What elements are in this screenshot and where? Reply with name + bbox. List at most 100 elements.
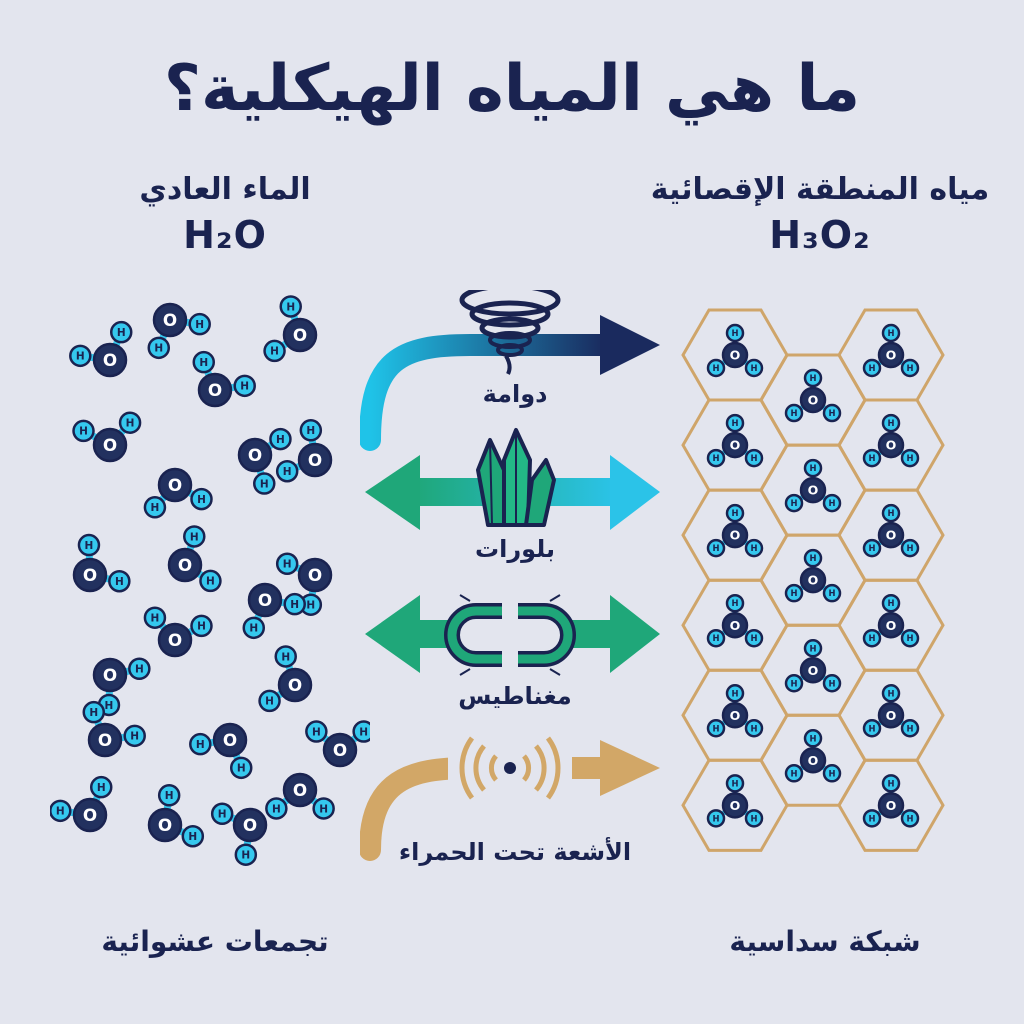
svg-text:H: H — [887, 508, 894, 518]
hydrogen-atom: H — [123, 724, 146, 748]
svg-text:O: O — [808, 483, 819, 498]
svg-text:H: H — [790, 498, 797, 508]
svg-text:O: O — [163, 310, 177, 330]
hydrogen-atom: H — [881, 774, 901, 793]
water-molecule: HHO — [147, 784, 205, 848]
svg-text:H: H — [906, 633, 913, 643]
water-molecule: HHO — [72, 411, 142, 463]
svg-text:H: H — [197, 494, 206, 506]
hydrogen-atom: H — [784, 673, 804, 693]
svg-text:O: O — [730, 798, 741, 813]
svg-text:H: H — [130, 731, 139, 743]
svg-text:O: O — [83, 565, 97, 585]
svg-text:H: H — [241, 850, 250, 862]
svg-text:H: H — [887, 598, 894, 608]
svg-text:H: H — [731, 598, 738, 608]
oxygen-atom: O — [152, 302, 188, 338]
hydrogen-atom: H — [50, 799, 72, 823]
hydrogen-atom: H — [822, 583, 842, 603]
svg-text:O: O — [808, 393, 819, 408]
water-molecule: HHO — [50, 775, 113, 833]
oxygen-atom: O — [721, 792, 749, 819]
svg-text:H: H — [206, 576, 215, 588]
hydrogen-atom: H — [229, 756, 253, 780]
svg-text:H: H — [887, 778, 894, 788]
svg-text:H: H — [306, 425, 315, 437]
oxygen-atom: O — [157, 467, 193, 503]
oxygen-atom: O — [72, 797, 108, 833]
hydrogen-atom: H — [900, 448, 920, 468]
svg-text:H: H — [712, 813, 719, 823]
hydrogen-atom: H — [744, 448, 764, 468]
svg-text:H: H — [828, 678, 835, 688]
svg-text:H: H — [906, 543, 913, 553]
hexagonal-network-caption: شبكة سداسية — [729, 925, 921, 958]
oxygen-atom: O — [799, 656, 827, 684]
oxygen-atom: O — [237, 437, 273, 473]
svg-text:O: O — [730, 348, 741, 363]
svg-text:H: H — [712, 543, 719, 553]
hydrogen-atom: H — [744, 628, 764, 648]
hydrogen-atom: H — [862, 448, 882, 468]
hydrogen-atom: H — [192, 350, 216, 374]
water-molecule: HHO — [92, 657, 151, 717]
svg-text:H: H — [868, 363, 875, 373]
water-molecule: HHO — [275, 419, 333, 483]
svg-text:O: O — [730, 708, 741, 723]
hydrogen-atom: H — [275, 459, 299, 483]
hydrogen-atom: H — [881, 503, 901, 523]
hydrogen-atom: H — [900, 628, 920, 648]
svg-text:H: H — [165, 790, 174, 802]
ez-water-header: مياه المنطقة الإقصائية H₃O₂ — [650, 172, 990, 257]
svg-text:H: H — [218, 809, 227, 821]
hydrogen-atom: H — [706, 809, 726, 828]
svg-text:H: H — [750, 453, 757, 463]
oxygen-atom: O — [877, 792, 905, 819]
svg-text:O: O — [158, 815, 172, 835]
hydrogen-atom: H — [881, 593, 901, 613]
hydrogen-atom: H — [706, 448, 726, 468]
svg-text:H: H — [790, 768, 797, 778]
hydrogen-atom: H — [190, 487, 213, 511]
oxygen-atom: O — [197, 372, 233, 408]
hydrogen-atom: H — [352, 720, 370, 743]
hydrogen-atom: H — [803, 368, 823, 388]
svg-text:O: O — [178, 555, 192, 575]
svg-text:H: H — [154, 343, 163, 355]
hydrogen-atom: H — [744, 719, 764, 738]
svg-text:O: O — [886, 528, 897, 543]
hydrogen-atom: H — [803, 458, 823, 478]
svg-text:O: O — [168, 475, 182, 495]
hydrogen-atom: H — [143, 496, 167, 519]
svg-text:O: O — [730, 528, 741, 543]
svg-text:O: O — [886, 708, 897, 723]
regular-water-header: الماء العادي H₂O — [90, 172, 360, 257]
hydrogen-atom: H — [263, 339, 286, 363]
hydrogen-atom: H — [706, 538, 726, 558]
svg-text:H: H — [281, 651, 290, 663]
hydrogen-atom: H — [143, 606, 167, 629]
svg-text:O: O — [208, 380, 222, 400]
water-molecule: HHO — [263, 295, 318, 363]
oxygen-atom: O — [799, 747, 827, 774]
svg-text:O: O — [243, 815, 257, 835]
svg-text:O: O — [808, 573, 819, 588]
svg-text:H: H — [868, 723, 875, 733]
svg-text:H: H — [249, 623, 258, 635]
hydrogen-atom: H — [744, 358, 764, 378]
svg-text:H: H — [712, 363, 719, 373]
hydrogen-atom: H — [108, 569, 131, 593]
hydrogen-atom: H — [128, 657, 151, 681]
svg-text:H: H — [809, 373, 816, 383]
svg-text:O: O — [258, 590, 272, 610]
svg-text:H: H — [828, 588, 835, 598]
